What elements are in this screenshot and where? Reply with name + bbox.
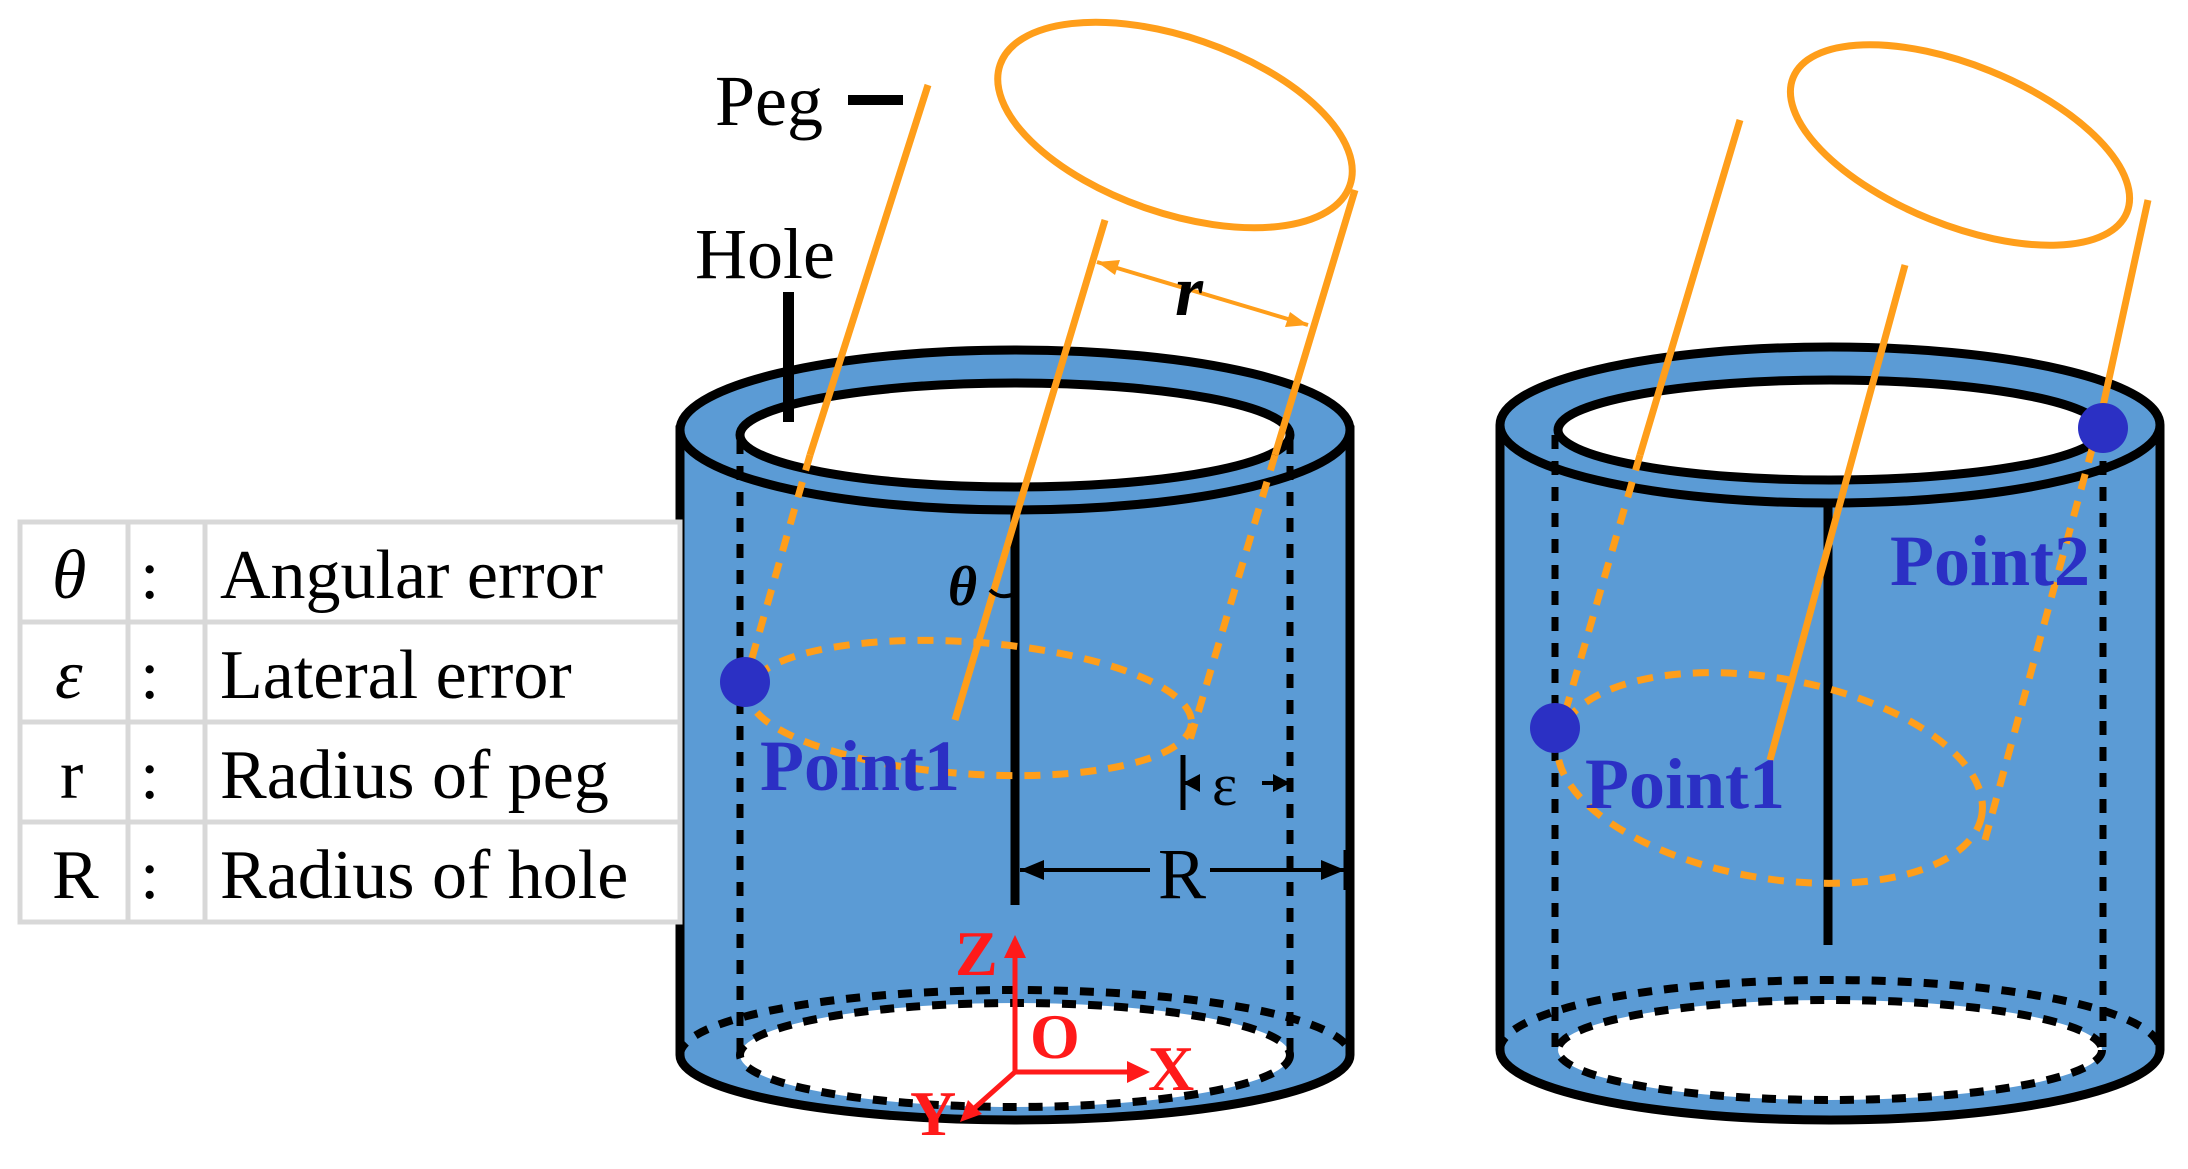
left-point1-label: Point1 [760, 726, 960, 806]
legend-row-2-sep: : [140, 637, 159, 714]
left-peg [744, 18, 1359, 780]
left-contact-point [720, 657, 770, 707]
peg-label: Peg [715, 61, 823, 141]
legend-row-4-sep: : [140, 837, 159, 914]
epsilon-label: ε [1212, 752, 1237, 818]
epsilon-dimension [1180, 755, 1290, 810]
legend-row-3-sep: : [140, 737, 159, 814]
right-contact-point-1 [1530, 703, 1580, 753]
hole-leader [783, 292, 794, 422]
peg-leader [848, 95, 903, 105]
legend-row-4-text: Radius of hole [220, 837, 628, 914]
legend-row-1-text: Angular error [220, 537, 603, 614]
right-point1-label: Point1 [1585, 744, 1785, 824]
legend-row-1-sep: : [140, 537, 159, 614]
right-contact-point-2 [2078, 403, 2128, 453]
coordinate-axes [960, 935, 1150, 1122]
hole-label: Hole [695, 214, 835, 294]
legend-row-1-symbol: θ [52, 537, 86, 614]
legend-row-2-text: Lateral error [220, 637, 572, 714]
axis-y-label: Y [910, 1078, 956, 1149]
theta-arc [988, 588, 1015, 599]
axis-z-label: Z [955, 918, 998, 989]
right-point2-label: Point2 [1890, 521, 2090, 601]
r-label: r [1175, 251, 1204, 331]
R-dimension [1020, 850, 1349, 890]
legend-table: θ : Angular error ε : Lateral error r : … [17, 519, 683, 925]
theta-label: θ [948, 556, 977, 618]
legend-row-4-symbol: R [52, 837, 99, 914]
axis-x-label: X [1148, 1033, 1194, 1104]
legend-row-3-text: Radius of peg [220, 737, 609, 814]
axis-origin-label: O [1030, 1001, 1080, 1072]
R-label: R [1158, 834, 1206, 914]
right-hole-cylinder [1495, 342, 2165, 1125]
legend-row-2-symbol: ε [55, 637, 83, 714]
legend-row-3-symbol: r [60, 737, 83, 814]
